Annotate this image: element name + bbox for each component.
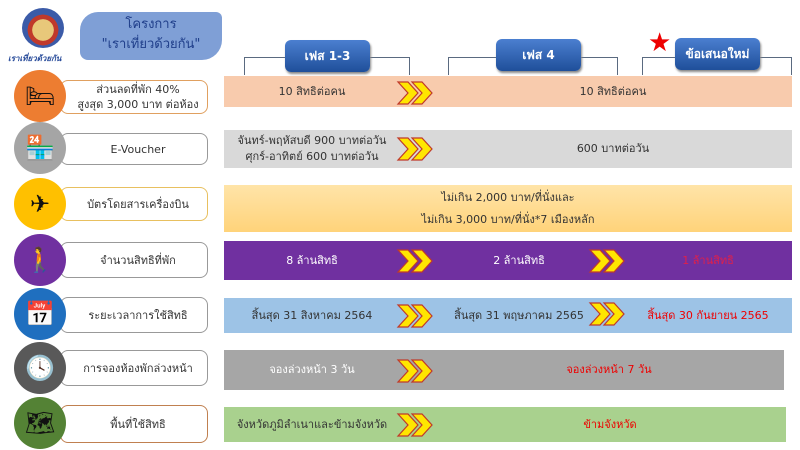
phase-header-new: ข้อเสนอใหม่	[675, 38, 760, 70]
value-line1: ไม่เกิน 2,000 บาท/ที่นั่งและ	[441, 190, 575, 204]
value-phase4: 2 ล้านสิทธิ	[493, 253, 545, 267]
value-phase13-line2: ศุกร์-อาทิตย์ 600 บาทต่อวัน	[245, 150, 379, 163]
row-booking-bar: จองล่วงหน้า 3 วัน จองล่วงหน้า 7 วัน	[224, 350, 784, 390]
star-icon: ★	[648, 28, 672, 58]
value-line2: ไม่เกิน 3,000 บาท/ที่นั่ง*7 เมืองหลัก	[421, 212, 595, 226]
value-phase4-new: 10 สิทธิต่อคน	[579, 84, 647, 98]
row-area-bar: จังหวัดภูมิลำเนาและข้ามจังหวัด ข้ามจังหว…	[224, 407, 786, 442]
value-phase4-new: 600 บาทต่อวัน	[576, 142, 650, 155]
label-room-rights: จำนวนสิทธิที่พัก	[60, 242, 208, 278]
label-accommodation-discount: ส่วนลดที่พัก 40% สูงสุด 3,000 บาท ต่อห้อง	[60, 80, 208, 114]
value-new: 1 ล้านสิทธิ	[682, 253, 734, 267]
label-air-ticket: บัตรโดยสารเครื่องบิน	[60, 187, 208, 221]
row-evoucher-bar: จันทร์-พฤหัสบดี 900 บาทต่อวันศุกร์-อาทิต…	[224, 130, 792, 168]
value-phase4: สิ้นสุด 31 พฤษภาคม 2565	[454, 308, 584, 322]
title-line2: "เราเที่ยวด้วยกัน"	[101, 37, 201, 52]
phase-header-1-3: เฟส 1-3	[285, 40, 370, 72]
page-title: โครงการ "เราเที่ยวด้วยกัน"	[80, 12, 222, 60]
label-usage-area: พื้นที่ใช้สิทธิ	[60, 405, 208, 443]
row-period-bar: สิ้นสุด 31 สิงหาคม 2564 สิ้นสุด 31 พฤษภา…	[224, 298, 792, 333]
row-rights-bar: 8 ล้านสิทธิ 2 ล้านสิทธิ 1 ล้านสิทธิ	[224, 241, 792, 280]
calendar-icon: 📅	[14, 288, 66, 340]
bed-icon: 🛏	[14, 70, 66, 122]
row-accommodation-bar: 10 สิทธิต่อคน 10 สิทธิต่อคน	[224, 76, 792, 107]
program-logo	[22, 8, 64, 48]
label-advance-booking: การจองห้องพักล่วงหน้า	[60, 350, 208, 386]
logo-caption: เราเที่ยวด้วยกัน	[8, 54, 62, 63]
value-new: สิ้นสุด 30 กันยายน 2565	[647, 308, 769, 322]
value-phase13: 10 สิทธิต่อคน	[278, 84, 346, 98]
value-phase4-new: ข้ามจังหวัด	[583, 417, 637, 431]
phase-header-4: เฟส 4	[496, 39, 581, 71]
label-usage-period: ระยะเวลาการใช้สิทธิ	[60, 297, 208, 333]
title-line1: โครงการ	[125, 17, 177, 32]
label-e-voucher: E-Voucher	[60, 133, 208, 165]
value-phase4-new: จองล่วงหน้า 7 วัน	[566, 363, 652, 376]
value-phase13: สิ้นสุด 31 สิงหาคม 2564	[251, 308, 373, 322]
value-phase13: 8 ล้านสิทธิ	[286, 253, 338, 267]
clock-icon: 🕓	[14, 342, 66, 394]
airplane-icon: ✈	[14, 178, 66, 230]
row-airticket-bar: ไม่เกิน 2,000 บาท/ที่นั่งและไม่เกิน 3,00…	[224, 185, 792, 232]
label-line2: สูงสุด 3,000 บาท ต่อห้อง	[77, 98, 199, 111]
shop-icon: 🏪	[14, 122, 66, 174]
map-icon: 🗺	[14, 397, 66, 449]
value-phase13: จองล่วงหน้า 3 วัน	[269, 363, 355, 376]
hiker-icon: 🚶	[14, 234, 66, 286]
value-phase13: จังหวัดภูมิลำเนาและข้ามจังหวัด	[236, 417, 388, 431]
label-line1: ส่วนลดที่พัก 40%	[96, 83, 180, 96]
value-phase13-line1: จันทร์-พฤหัสบดี 900 บาทต่อวัน	[237, 134, 387, 147]
